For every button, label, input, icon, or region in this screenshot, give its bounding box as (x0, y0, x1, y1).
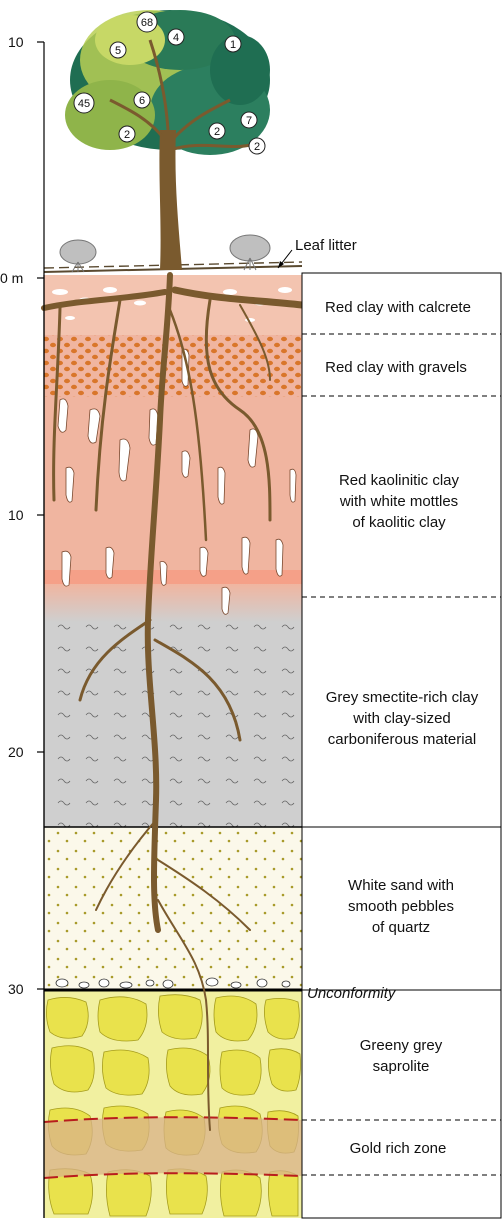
bubble-68: 68 (136, 11, 158, 33)
bubble-label: 2 (124, 129, 130, 141)
layer-description-gold-rich-zone: Gold rich zone (350, 1140, 447, 1157)
tree-trunk (159, 130, 182, 270)
axis-tick: 20 (8, 744, 44, 760)
bubble-2: 2 (248, 137, 266, 155)
layer-description-grey-clay: Grey smectite-rich clay with clay-sized … (326, 689, 479, 748)
root-system (41, 272, 306, 1131)
bubble-7: 7 (240, 111, 258, 129)
right-shrub (229, 234, 271, 271)
layer-description-red-clay-calcrete: Red clay with calcrete (325, 299, 471, 316)
bubble-1: 1 (224, 35, 242, 53)
layer-description-line: Grey smectite-rich clay (326, 689, 479, 706)
layer-description-saprolite: Greeny grey saprolite (360, 1037, 443, 1075)
bubble-45: 45 (73, 92, 95, 114)
white-mottles (57, 348, 297, 615)
axis-tick: 30 (8, 981, 44, 997)
layer-description-line: Red kaolinitic clay (339, 472, 460, 489)
bubble-6: 6 (133, 91, 151, 109)
red-band (44, 570, 302, 584)
wavy-pattern (44, 622, 302, 827)
layer-description-red-kaolinitic-clay: Red kaolinitic clay with white mottles o… (339, 472, 460, 531)
layer-description-line: with clay-sized (352, 710, 451, 727)
leaf-litter-label: Leaf litter (295, 237, 357, 254)
bubble-2: 2 (118, 125, 136, 143)
gold-rich-band (44, 1117, 302, 1178)
layer-description-line: saprolite (373, 1058, 430, 1075)
axis-tick: 10 (8, 507, 44, 523)
tree-number-bubbles: 68 4 1 5 6 45 2 2 7 2 (73, 11, 266, 155)
bubble-2: 2 (208, 122, 226, 140)
bubble-label: 2 (214, 126, 220, 138)
axis-tick-label: 20 (8, 744, 24, 760)
leaf-litter-annotation: Leaf litter (277, 237, 357, 269)
axis-tick: 10 (8, 34, 44, 50)
layer-description-line: carboniferous material (328, 731, 476, 748)
layer-description-line: White sand with (348, 877, 454, 894)
unconformity-label: Unconformity (307, 985, 397, 1002)
tree: 68 4 1 5 6 45 2 2 7 2 (65, 10, 270, 270)
layer-description-line: Greeny grey (360, 1037, 443, 1054)
axis-tick-label: 10 (8, 507, 24, 523)
bubble-label: 68 (141, 17, 153, 29)
quartz-pebbles (55, 977, 291, 989)
description-column: Red clay with calcrete Red clay with gra… (301, 272, 502, 1219)
gold-zone-bottom-line (43, 1172, 303, 1179)
tree-branches (109, 39, 251, 152)
left-shrub (59, 239, 97, 273)
bubble-label: 45 (78, 98, 90, 110)
bubble-label: 4 (173, 32, 179, 44)
bubble-label: 7 (246, 115, 252, 127)
layer-red-kaolinitic-clay (44, 397, 302, 570)
leaf-litter-arrowhead (278, 261, 284, 268)
description-box (301, 272, 502, 1219)
gold-zone-top-line (43, 1116, 303, 1123)
layer-description-line: of kaolitic clay (352, 514, 446, 531)
layer-description-white-sand: White sand with smooth pebbles of quartz (348, 877, 454, 936)
gravel-pattern (44, 335, 302, 397)
sand-dots (44, 827, 302, 990)
red-to-grey-transition (44, 584, 302, 622)
bubble-label: 6 (139, 95, 145, 107)
axis-tick-label: 10 (8, 34, 24, 50)
bubble-label: 2 (254, 141, 260, 153)
bubble-label: 1 (230, 39, 236, 51)
bubble-label: 5 (115, 45, 121, 57)
layer-description-line: Red clay with calcrete (325, 299, 471, 316)
axis-tick: 0 m (0, 270, 44, 286)
layer-description-line: Red clay with gravels (325, 359, 467, 376)
axis-tick-label: 30 (8, 981, 24, 997)
layer-description-line: smooth pebbles (348, 898, 454, 915)
layer-description-line: with white mottles (339, 493, 458, 510)
bubble-5: 5 (109, 41, 127, 59)
layer-description-line: Gold rich zone (350, 1140, 447, 1157)
soil-column (43, 275, 303, 1218)
axis-tick-label: 0 m (0, 270, 23, 286)
layer-description-line: of quartz (372, 919, 430, 936)
bubble-4: 4 (167, 28, 185, 46)
depth-axis: 10 0 m 10 20 30 (0, 34, 45, 1218)
layer-description-red-clay-gravels: Red clay with gravels (325, 359, 467, 376)
